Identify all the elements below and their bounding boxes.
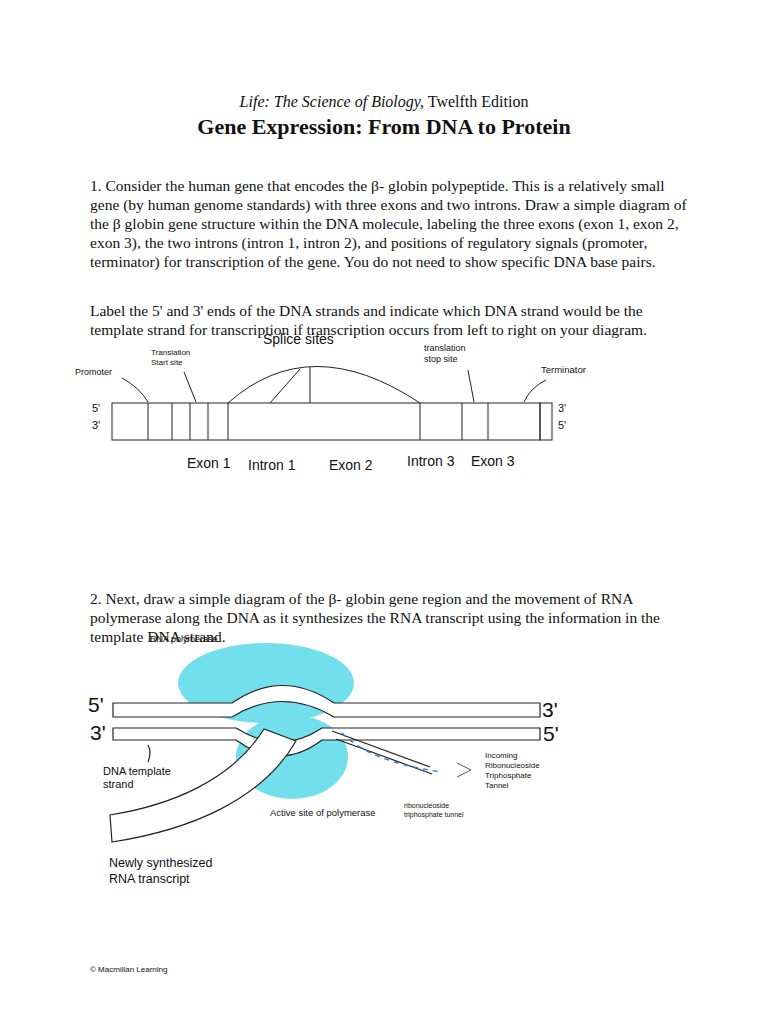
diagram-label: DNA template strand [103,765,185,791]
strand-end: 5' [543,721,567,746]
diagram-label: Promoter [75,367,135,378]
diagram-label: translation stop site [424,343,480,365]
diagram-label: Splice sites [263,331,363,348]
strand-end: 3' [558,402,578,415]
splice-line [270,369,300,403]
dna-duplex [112,403,540,440]
gene-region: Exon 1 [187,455,247,472]
strand-end: 5' [92,402,112,415]
strand-end: 3' [542,697,566,722]
diagram-label: Newly synthesized RNA transcript [109,855,227,887]
diagram-label: ribonucleoside triphosphate tunnel [404,801,468,819]
gene-region: Intron 3 [407,453,477,470]
gene-region: Exon 2 [329,457,389,474]
tunnel-wall [332,731,430,767]
diagram-label: Active site of polymerase [270,807,400,818]
gene-region: Exon 3 [471,453,531,470]
splice-arc [228,367,420,404]
dna-end [540,403,552,440]
strand-end: 5' [88,692,112,717]
gene-region: Intron 1 [248,457,318,474]
leader-line [468,370,474,402]
template-strand [113,728,540,756]
arrow-head [457,763,471,777]
diagram-label: Incoming Ribonucleoside Triphosphate Tan… [485,751,547,791]
strand-end: 5' [558,419,578,432]
book-title: Life: The Science of Biology, [240,93,424,110]
rna-transcript [110,729,296,842]
coding-strand [113,686,540,718]
diagram-label: RNA polymerase [150,634,250,645]
book-reference: Life: The Science of Biology, Twelfth Ed… [0,93,768,111]
diagram-label: Translation Start site [151,348,197,368]
question-text: 1. Consider the human gene that encodes … [90,176,690,271]
gene-structure-diagram [112,367,552,441]
transcription-diagram [110,643,540,842]
leader-line [148,745,150,762]
leader-line [184,372,196,402]
splice-line [310,367,311,403]
strand-end: 3' [92,419,112,432]
leader-line [524,380,546,402]
leader-line [122,378,148,402]
edition-label: Twelfth Edition [428,93,529,110]
question-text: Label the 5' and 3' ends of the DNA stra… [90,301,690,339]
tunnel-wall [336,739,432,774]
strand-end: 3' [90,720,114,745]
copyright-note: © Macmillan Learning [90,965,240,975]
page-title: Gene Expression: From DNA to Protein [0,114,768,140]
diagram-label: Terminator [541,364,611,375]
ntp-path [342,733,442,772]
